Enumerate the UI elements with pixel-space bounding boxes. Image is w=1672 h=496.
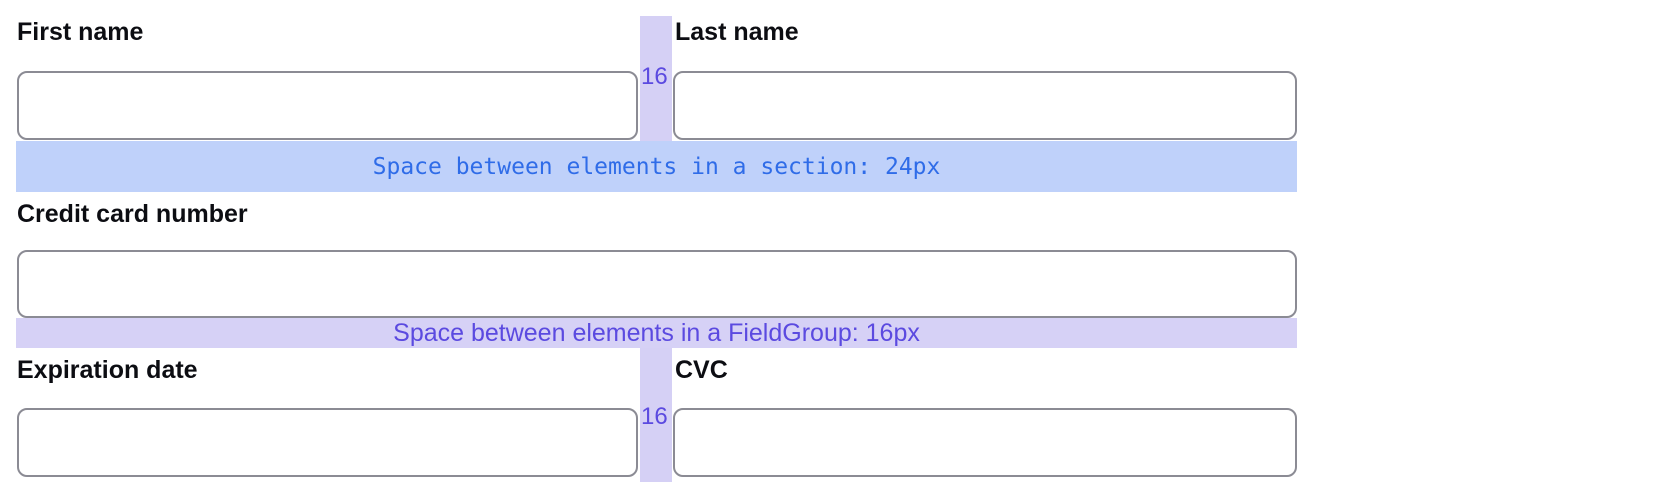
section-spacing-band: Space between elements in a section: 24p… (16, 141, 1297, 192)
credit-card-number-label: Credit card number (17, 200, 248, 228)
first-name-label: First name (17, 18, 144, 46)
fieldgroup-spacing-band: Space between elements in a FieldGroup: … (16, 318, 1297, 348)
expiration-date-input[interactable] (17, 408, 638, 477)
section-spacing-label: Space between elements in a section: 24p… (372, 153, 941, 180)
cvc-label: CVC (675, 356, 728, 384)
column-gap-band-row2: 16 (640, 348, 672, 482)
first-name-input[interactable] (17, 71, 638, 140)
expiration-date-label: Expiration date (17, 356, 198, 384)
column-gap-band-row1: 16 (640, 16, 672, 141)
credit-card-number-input[interactable] (17, 250, 1297, 318)
last-name-input[interactable] (673, 71, 1297, 140)
column-gap-value-row2: 16 (641, 403, 668, 430)
last-name-label: Last name (675, 18, 799, 46)
column-gap-value-row1: 16 (641, 63, 668, 90)
cvc-input[interactable] (673, 408, 1297, 477)
fieldgroup-spacing-label: Space between elements in a FieldGroup: … (393, 318, 920, 347)
